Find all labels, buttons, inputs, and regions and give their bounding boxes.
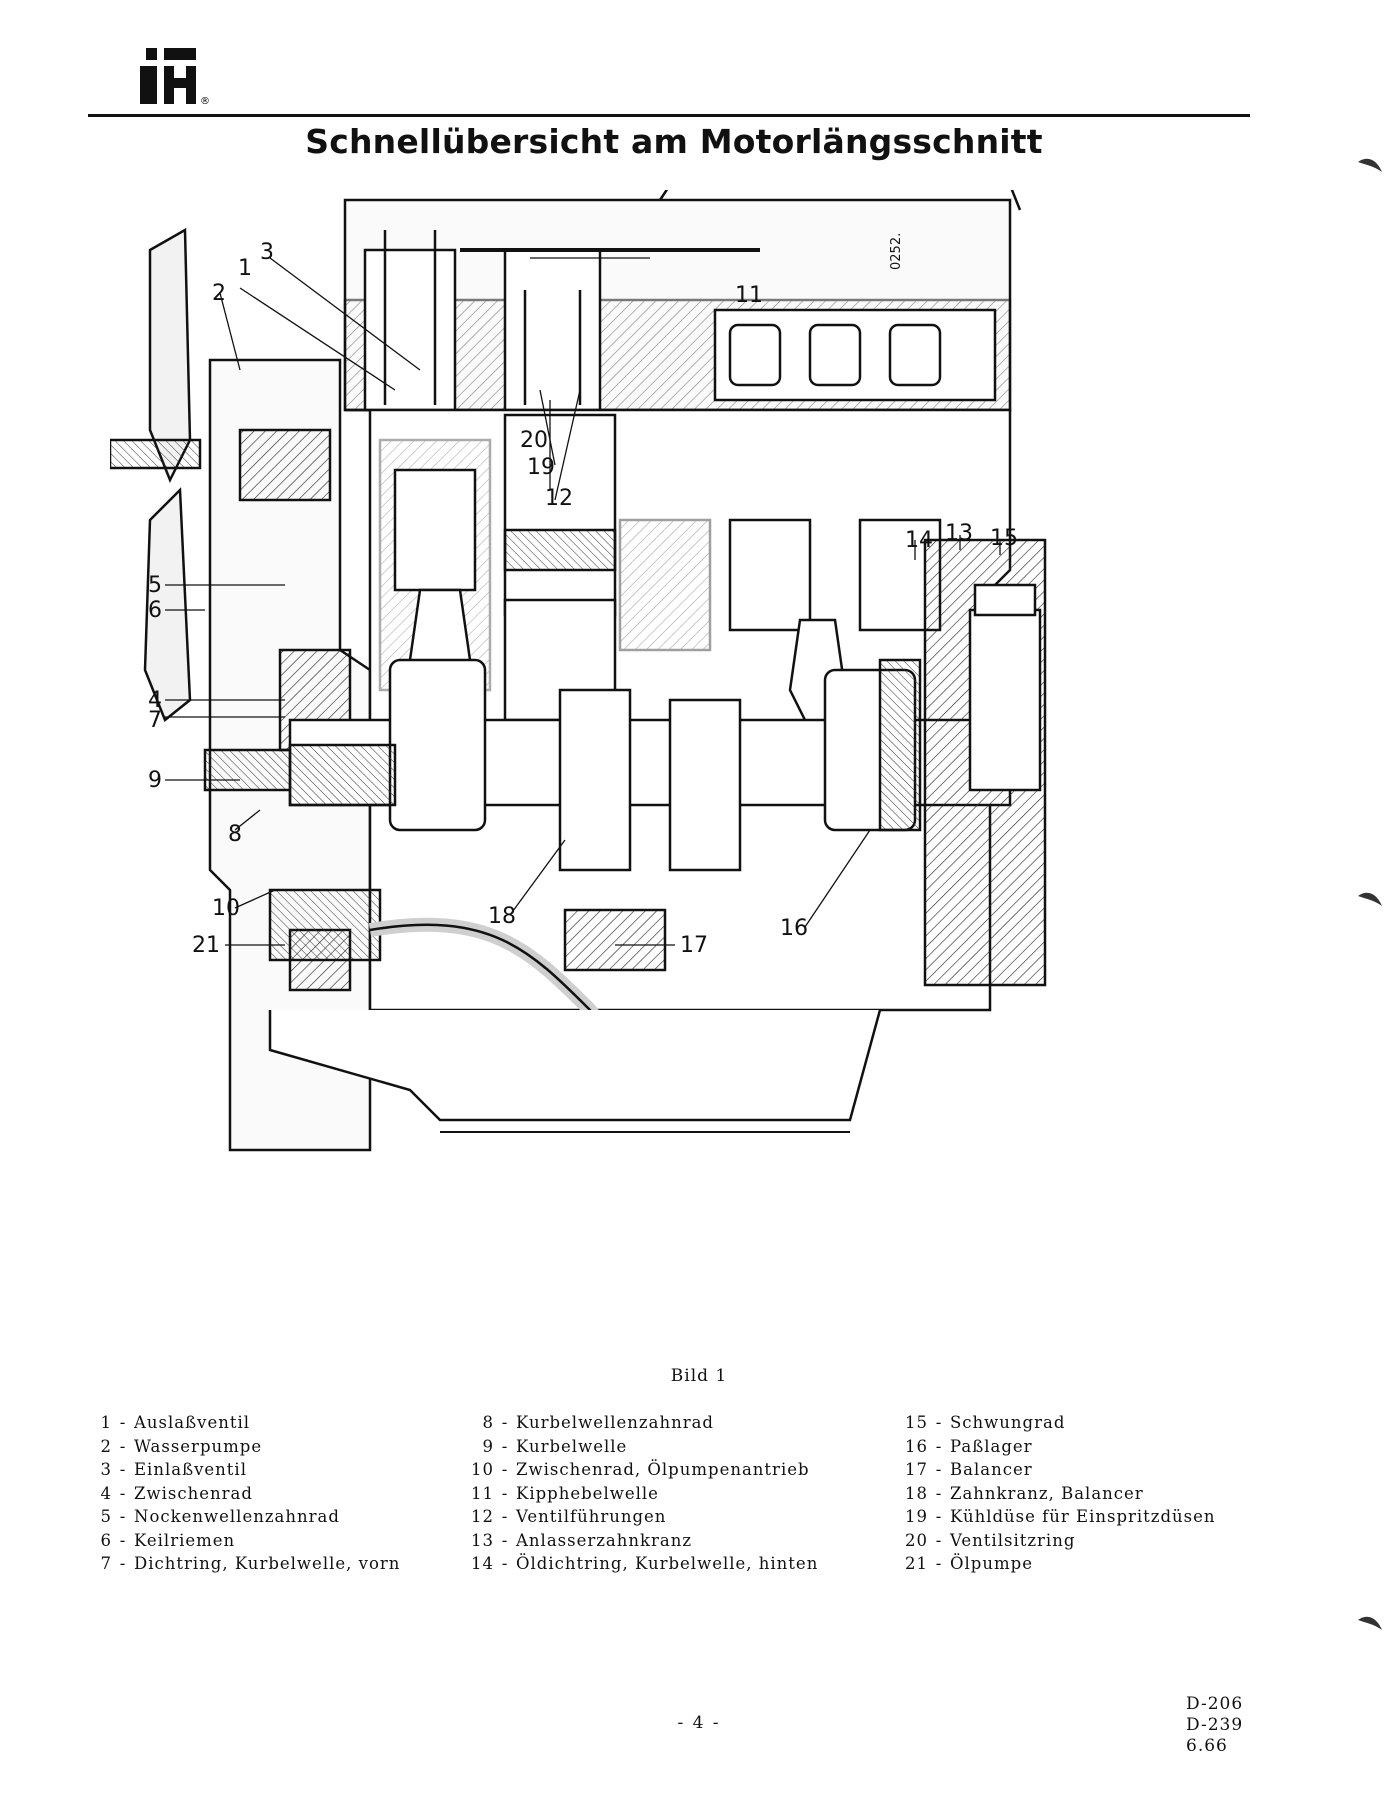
- callout-8: 8: [228, 822, 242, 847]
- legend-item: 12-Ventilführungen: [471, 1507, 667, 1526]
- document-reference: D-206 D-239 6.66: [1186, 1694, 1243, 1757]
- page-title: Schnellübersicht am Motorlängsschnitt: [305, 122, 1043, 161]
- legend-item: 11-Kipphebelwelle: [471, 1483, 659, 1503]
- legend-column-3: 15-Schwungrad 16-Paßlager 17-Balancer 18…: [904, 1411, 1216, 1576]
- callout-20: 20: [520, 428, 548, 453]
- legend-item: 19-Kühldüse für Einspritzdüsen: [905, 1507, 1216, 1526]
- legend-item: 8-Kurbelwellenzahnrad: [482, 1413, 714, 1432]
- binder-mark-icon: [1358, 158, 1382, 172]
- callout-4: 4: [148, 688, 162, 713]
- legend-item: 10-Zwischenrad, Ölpumpenantrieb: [471, 1460, 810, 1479]
- callout-3: 3: [260, 240, 274, 265]
- callout-12: 12: [545, 486, 573, 511]
- engine-section-drawing: 0252.: [108, 183, 1220, 1320]
- legend-item: 16-Paßlager: [905, 1436, 1033, 1456]
- engine-cutaway-illustration: 0252.: [108, 183, 1047, 1152]
- callout-17: 17: [680, 933, 708, 958]
- callout-16: 16: [780, 916, 808, 941]
- legend-column-1: 1-Auslaßventil 2-Wasserpumpe 3-Einlaßven…: [88, 1411, 400, 1576]
- logo-registered-mark: ®: [200, 96, 210, 104]
- legend-item: 14-Öldichtring, Kurbelwelle, hinten: [471, 1554, 819, 1573]
- callout-2: 2: [212, 281, 226, 306]
- doc-ref-line: D-239: [1186, 1715, 1244, 1735]
- legend-item: 5-Nockenwellenzahnrad: [100, 1507, 340, 1526]
- legend-column-2: 8-Kurbelwellenzahnrad 9-Kurbelwelle 10-Z…: [470, 1411, 818, 1576]
- callout-10: 10: [212, 896, 240, 921]
- callout-18: 18: [488, 904, 516, 929]
- callout-7: 7: [148, 708, 162, 733]
- binder-mark-icon: [1358, 892, 1382, 906]
- ih-logo: IH ®: [140, 48, 210, 104]
- callout-14: 14: [905, 528, 933, 553]
- header-rule: [88, 114, 1250, 117]
- callout-9: 9: [148, 768, 162, 793]
- callout-19: 19: [527, 455, 555, 480]
- legend-item: 1-Auslaßventil: [100, 1413, 251, 1432]
- legend-item: 18-Zahnkranz, Balancer: [905, 1483, 1144, 1503]
- legend-item: 20-Ventilsitzring: [905, 1530, 1076, 1550]
- legend-item: 21-Ölpumpe: [905, 1554, 1033, 1573]
- legend-item: 13-Anlasserzahnkranz: [471, 1530, 693, 1550]
- legend-item: 7-Dichtring, Kurbelwelle, vorn: [100, 1554, 401, 1573]
- figure-caption: Bild 1: [670, 1366, 728, 1386]
- callout-13: 13: [945, 521, 973, 546]
- legend-item: 3-Einlaßventil: [100, 1460, 247, 1479]
- doc-ref-line: 6.66: [1186, 1736, 1228, 1756]
- binder-mark-icon: [1358, 1616, 1382, 1630]
- callout-15: 15: [990, 526, 1018, 551]
- drawing-code: 0252.: [889, 233, 904, 270]
- legend-item: 2-Wasserpumpe: [100, 1436, 263, 1456]
- doc-ref-line: D-206: [1186, 1694, 1244, 1714]
- callout-5: 5: [148, 573, 162, 598]
- legend-item: 9-Kurbelwelle: [482, 1436, 628, 1456]
- legend-item: 6-Keilriemen: [100, 1530, 236, 1550]
- callout-11: 11: [735, 283, 763, 308]
- legend-item: 4-Zwischenrad: [100, 1483, 253, 1503]
- page-number: - 4 -: [677, 1713, 721, 1733]
- callout-6: 6: [148, 598, 162, 623]
- legend-item: 17-Balancer: [905, 1460, 1033, 1479]
- callout-21: 21: [192, 933, 220, 958]
- callout-1: 1: [238, 256, 252, 281]
- legend-item: 15-Schwungrad: [905, 1413, 1066, 1432]
